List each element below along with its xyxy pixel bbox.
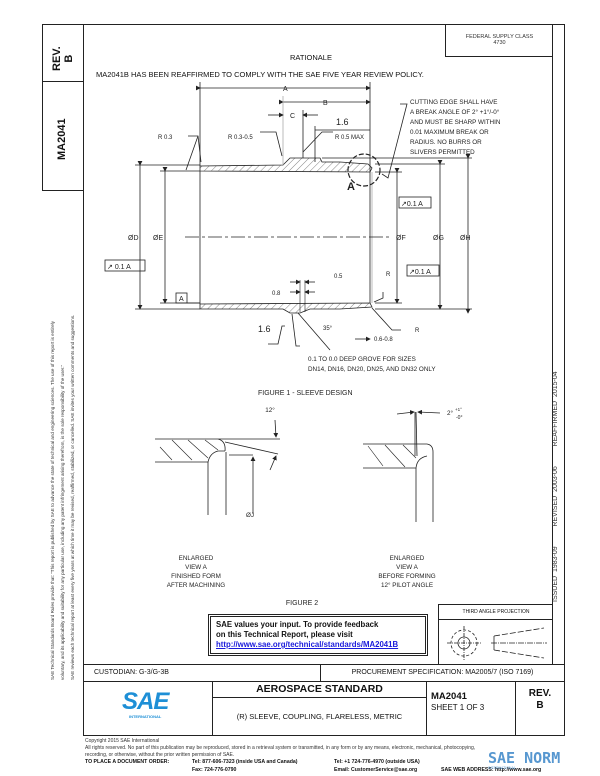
dim-g: ØG xyxy=(433,235,444,242)
view-a-before-forming xyxy=(363,443,434,522)
custodian: CUSTODIAN: G-3/G-3B xyxy=(94,669,169,676)
footer-tel-us: Tel: 877-606-7323 (inside USA and Canada… xyxy=(192,759,298,765)
view-a-circle xyxy=(347,153,381,187)
finish-bottom: 1.6 xyxy=(258,324,271,334)
sleeve-wall-bottom xyxy=(199,302,373,314)
docnum-cell: MA2041 SHEET 1 OF 3 xyxy=(426,681,516,736)
footer-rights-1: All rights reserved. No part of this pub… xyxy=(85,745,476,751)
right-strip-divider xyxy=(552,24,553,664)
projection-label: THIRD ANGLE PROJECTION xyxy=(439,605,553,620)
rev-value: B xyxy=(536,700,544,711)
sae-norm-watermark: SAE NORM INTERNATIONAL xyxy=(488,749,561,771)
figure-1-caption: FIGURE 1 - SLEEVE DESIGN xyxy=(258,390,353,397)
sae-logo: SAE INTERNATIONAL xyxy=(122,688,169,720)
rev-label: REV. xyxy=(528,688,552,699)
document-title: (R) SLEEVE, COUPLING, FLARELESS, METRIC xyxy=(236,712,403,721)
federal-supply-box: FEDERAL SUPPLY CLASS 4730 xyxy=(445,24,553,57)
footer-email: Email: CustomerService@sae.org xyxy=(334,767,418,773)
fig2-left-caption-4: AFTER MACHINING xyxy=(167,582,226,589)
groove-note-2: DN14, DN16, DN20, DN25, AND DN32 ONLY xyxy=(308,366,436,373)
procurement-cell: PROCUREMENT SPECIFICATION: MA2005/7 (ISO… xyxy=(320,664,565,682)
aerospace-standard-heading: AEROSPACE STANDARD xyxy=(256,683,383,695)
label-08: 0.8 xyxy=(272,291,281,297)
footer-web: SAE WEB ADDRESS: http://www.sae.org xyxy=(441,767,542,773)
dim-d: ØD xyxy=(128,235,139,242)
groove-note-1: 0.1 TO 0.0 DEEP GROVE FOR SIZES xyxy=(308,356,416,363)
fig2-right-caption-1: ENLARGED xyxy=(390,555,425,562)
procurement-spec: PROCUREMENT SPECIFICATION: MA2005/7 (ISO… xyxy=(351,669,534,676)
fig2-left-caption-3: FINISHED FORM xyxy=(171,573,221,580)
dim-e: ØE xyxy=(153,235,163,242)
label-0608: 0.6-0.8 xyxy=(374,337,393,343)
federal-supply-value: 4730 xyxy=(493,40,506,46)
cutting-note-6: SLIVERS PERMITTED xyxy=(410,149,475,156)
runout-left: ↗ 0.1 A xyxy=(107,264,131,271)
footer-order-label: TO PLACE A DOCUMENT ORDER: xyxy=(85,759,170,765)
cutting-note-5: RADIUS. NO BURRS OR xyxy=(410,139,482,146)
footer-rights-2: recording, or otherwise, without the pri… xyxy=(85,752,235,758)
dim-c: C xyxy=(290,113,295,120)
cutting-note-2: A BREAK ANGLE OF 2° +1°/-0° xyxy=(410,108,500,116)
runout-right-upper: ↗0.1 A xyxy=(401,201,423,208)
dim-f: ØF xyxy=(396,235,406,242)
feedback-line-1: SAE values your input. To provide feedba… xyxy=(216,620,379,629)
label-05: 0.5 xyxy=(334,274,343,280)
fig2-right-angle: 2° xyxy=(447,409,454,417)
runout-frame-left xyxy=(104,259,146,272)
dim-b: B xyxy=(323,100,328,107)
feedback-box: SAE values your input. To provide feedba… xyxy=(208,614,428,656)
label-35deg: 35° xyxy=(323,326,333,332)
runout-right-lower: ↗0.1 A xyxy=(409,269,431,276)
fig2-left-caption-2: VIEW A xyxy=(185,564,207,571)
custodian-cell: CUSTODIAN: G-3/G-3B xyxy=(83,664,321,682)
datum-a-box xyxy=(175,292,188,304)
footer-fax: Fax: 724-776-0790 xyxy=(192,767,237,773)
heading-cell: AEROSPACE STANDARD xyxy=(212,681,427,698)
sleeve-wall-top xyxy=(199,157,373,173)
projection-box: THIRD ANGLE PROJECTION xyxy=(438,604,553,665)
fig2-right-tol-minus: -0° xyxy=(456,415,462,421)
fig2-right-tol-plus: +1° xyxy=(455,407,462,412)
view-a-label: A xyxy=(347,181,355,193)
label-r-lower: R xyxy=(415,328,420,334)
finish-top: 1.6 xyxy=(336,117,349,127)
federal-supply-label: FEDERAL SUPPLY CLASS xyxy=(465,34,534,40)
fig2-left-caption-1: ENLARGED xyxy=(179,555,214,562)
view-a-finished xyxy=(155,438,280,463)
figure-2-drawings xyxy=(155,409,441,522)
rationale-text: MA2041B HAS BEEN REAFFIRMED TO COMPLY WI… xyxy=(96,70,424,79)
fig2-right-caption-4: 12° PILOT ANGLE xyxy=(381,581,433,589)
dim-a: A xyxy=(283,86,288,93)
feedback-line-2: on this Technical Report, please visit xyxy=(216,630,353,639)
cutting-note-3: AND MUST BE SHARP WITHIN xyxy=(410,119,501,126)
fig2-left-dia: ØJ xyxy=(246,512,254,519)
fig2-left-angle: 12° xyxy=(265,406,275,414)
logo-cell: SAE INTERNATIONAL xyxy=(83,681,213,736)
document-number: MA2041 xyxy=(431,691,467,702)
cutting-note-4: 0.01 MAXIMUM BREAK OR xyxy=(410,129,489,136)
footer-copyright: Copyright 2015 SAE International xyxy=(85,738,160,744)
label-r05max: R 0.5 MAX xyxy=(335,135,364,141)
rev-cell: REV. B xyxy=(515,681,565,736)
label-r0305: R 0.3-0.5 xyxy=(228,135,253,141)
sheet-number: SHEET 1 OF 3 xyxy=(431,703,485,712)
fig2-right-caption-3: BEFORE FORMING xyxy=(378,573,435,580)
figure-2-caption: FIGURE 2 xyxy=(286,600,318,607)
dim-h: ØH xyxy=(460,235,471,242)
rationale-heading: RATIONALE xyxy=(290,53,332,62)
cutting-note-1: CUTTING EDGE SHALL HAVE xyxy=(410,99,497,106)
fig2-right-caption-2: VIEW A xyxy=(396,564,418,571)
label-r03: R 0.3 xyxy=(158,135,173,141)
title-cell: (R) SLEEVE, COUPLING, FLARELESS, METRIC xyxy=(212,697,427,736)
runout-frame-right-lower xyxy=(406,264,440,277)
third-angle-projection-icon xyxy=(447,626,547,660)
feedback-link[interactable]: http://www.sae.org/technical/standards/M… xyxy=(216,640,399,649)
footer-tel-intl: Tel: +1 724-776-4970 (outside USA) xyxy=(334,759,420,765)
label-r-upper: R xyxy=(386,272,391,278)
runout-frame-right-upper xyxy=(398,196,432,209)
datum-a: A xyxy=(179,296,184,303)
